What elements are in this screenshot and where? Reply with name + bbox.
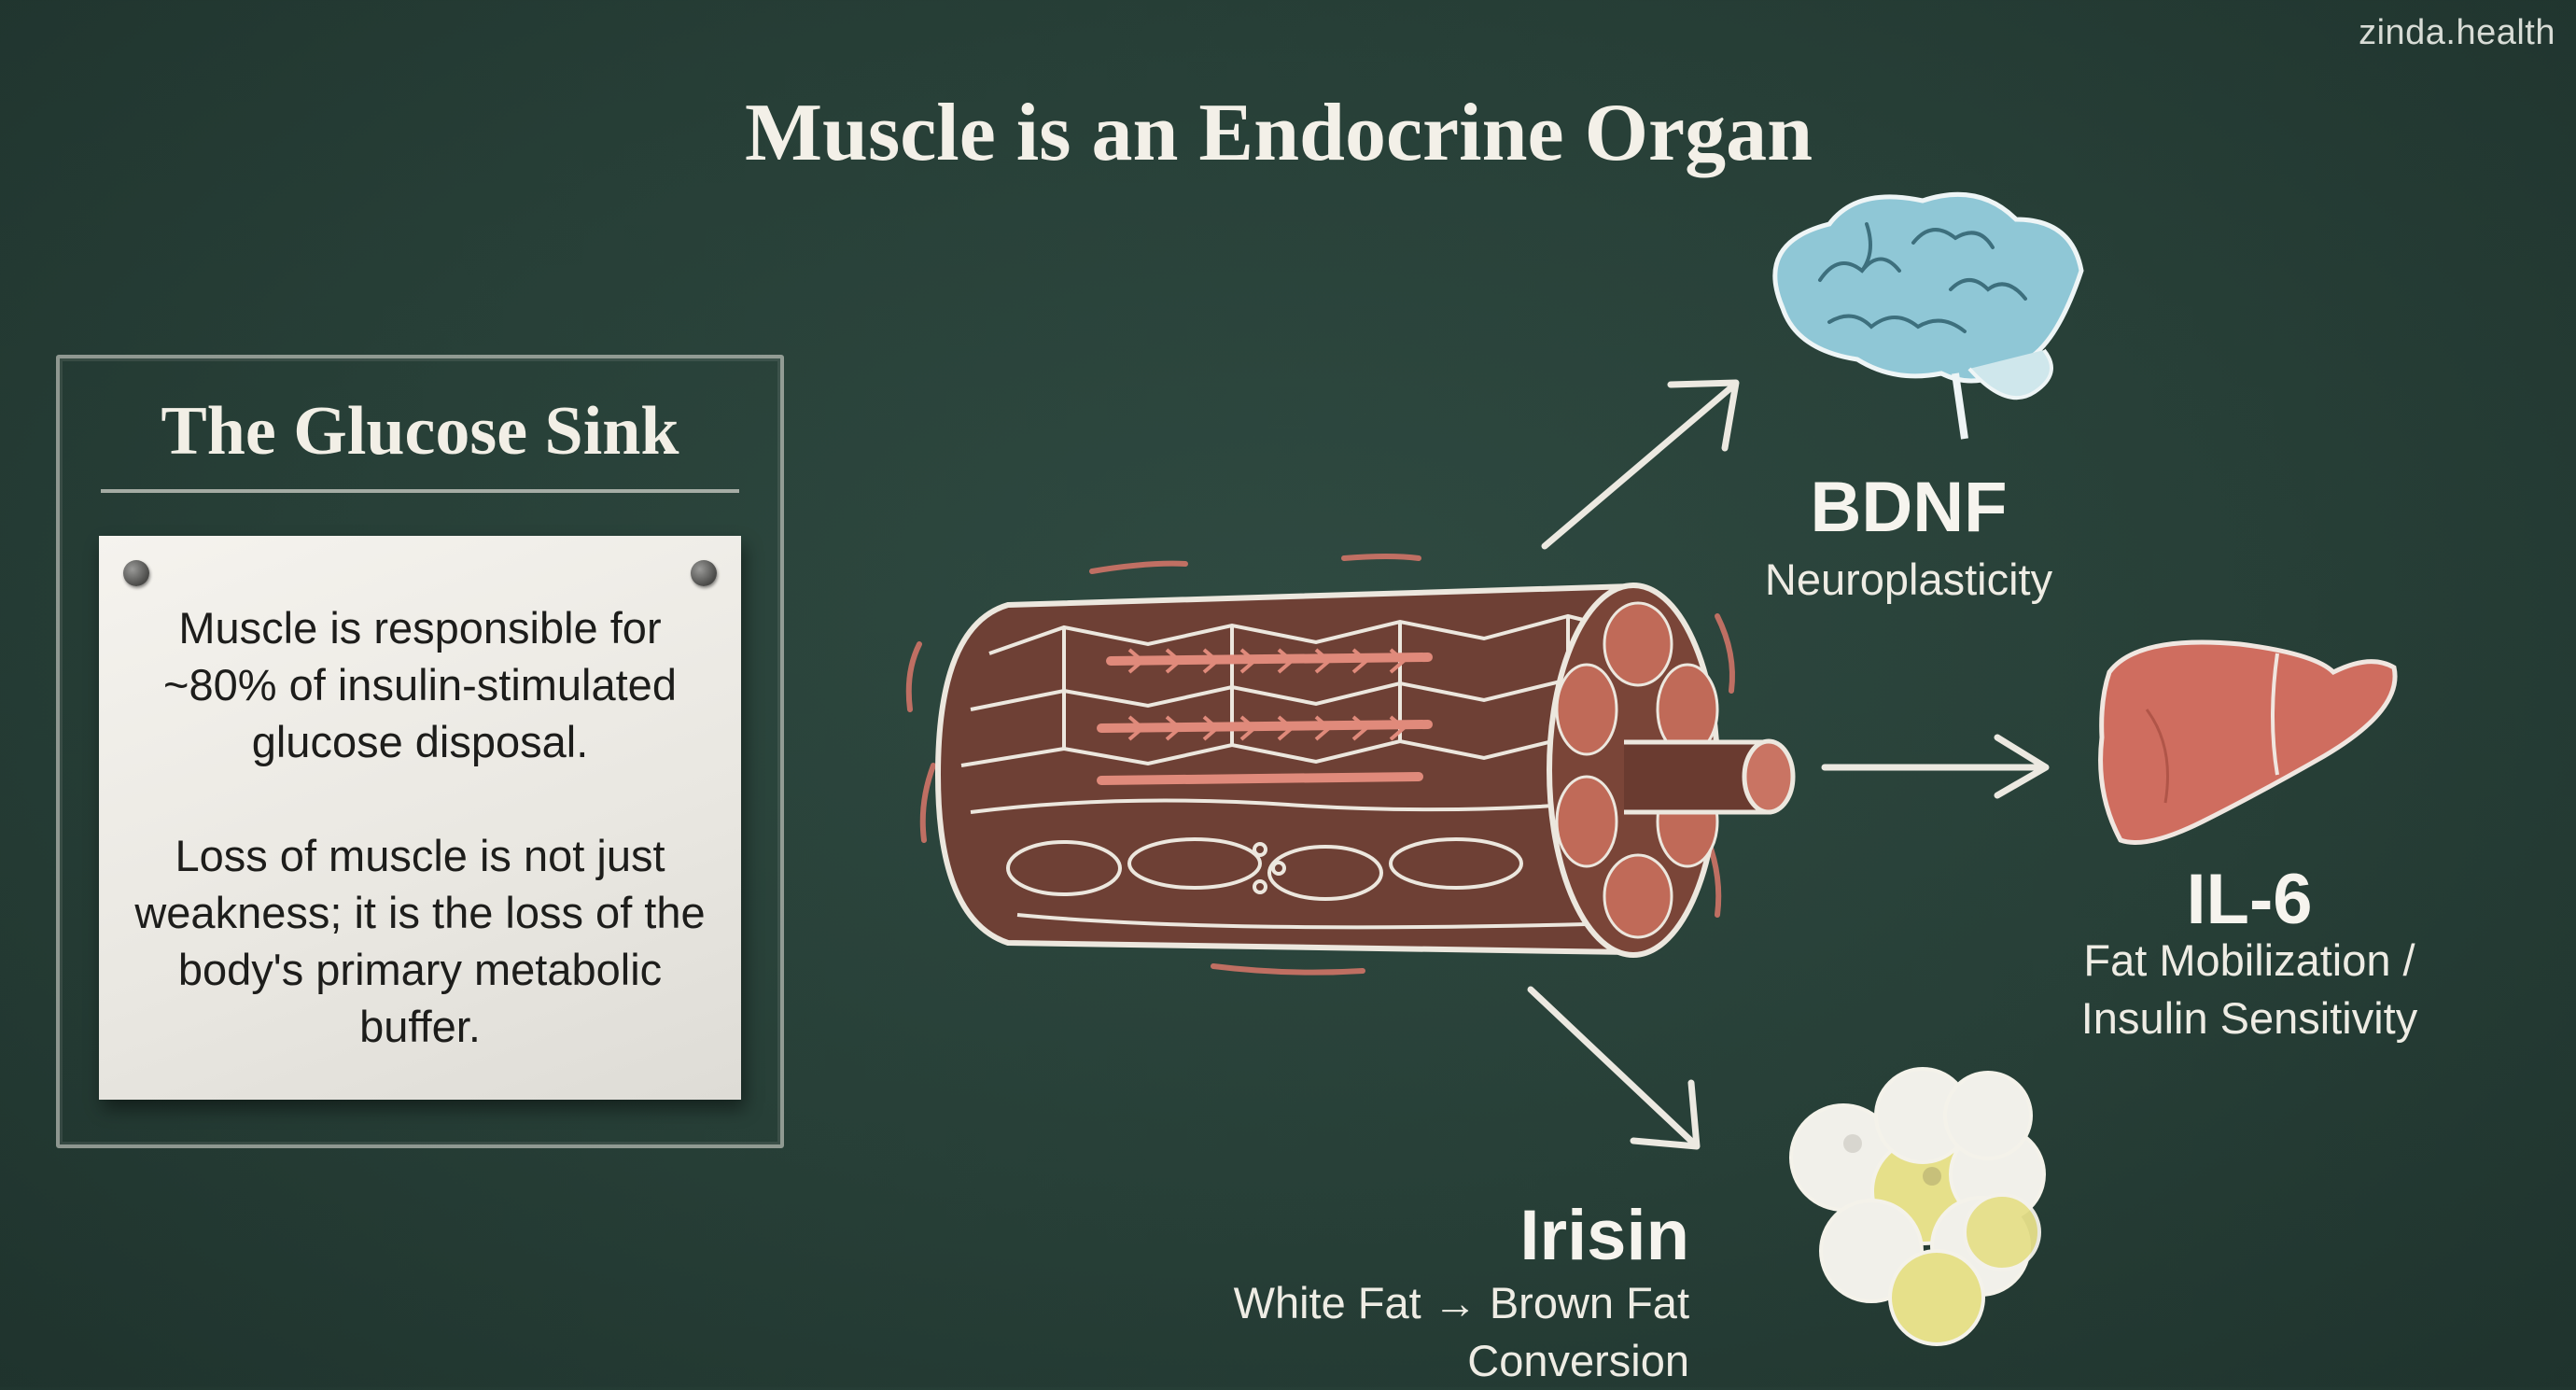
il6-label: IL-6 bbox=[2175, 859, 2324, 940]
liver-icon bbox=[2101, 642, 2395, 843]
arrow-to-brain bbox=[1545, 387, 1731, 546]
bdnf-effect: Neuroplasticity bbox=[1727, 551, 2091, 609]
arrow-to-fat bbox=[1531, 990, 1694, 1144]
il6-effect-line-2: Insulin Sensitivity bbox=[2016, 990, 2483, 1047]
fat-cells-icon bbox=[1791, 1069, 2044, 1344]
brain-icon bbox=[1775, 194, 2081, 439]
irisin-effect-line-1: White Fat → Brown Fat bbox=[1139, 1274, 1689, 1332]
il6-effect-line-1: Fat Mobilization / bbox=[2016, 932, 2483, 990]
muscle-fiber-icon bbox=[909, 556, 1793, 973]
irisin-effect-line-2: Conversion bbox=[1139, 1332, 1689, 1390]
bdnf-label: BDNF bbox=[1806, 467, 2011, 548]
irisin-label: Irisin bbox=[1456, 1195, 1689, 1276]
